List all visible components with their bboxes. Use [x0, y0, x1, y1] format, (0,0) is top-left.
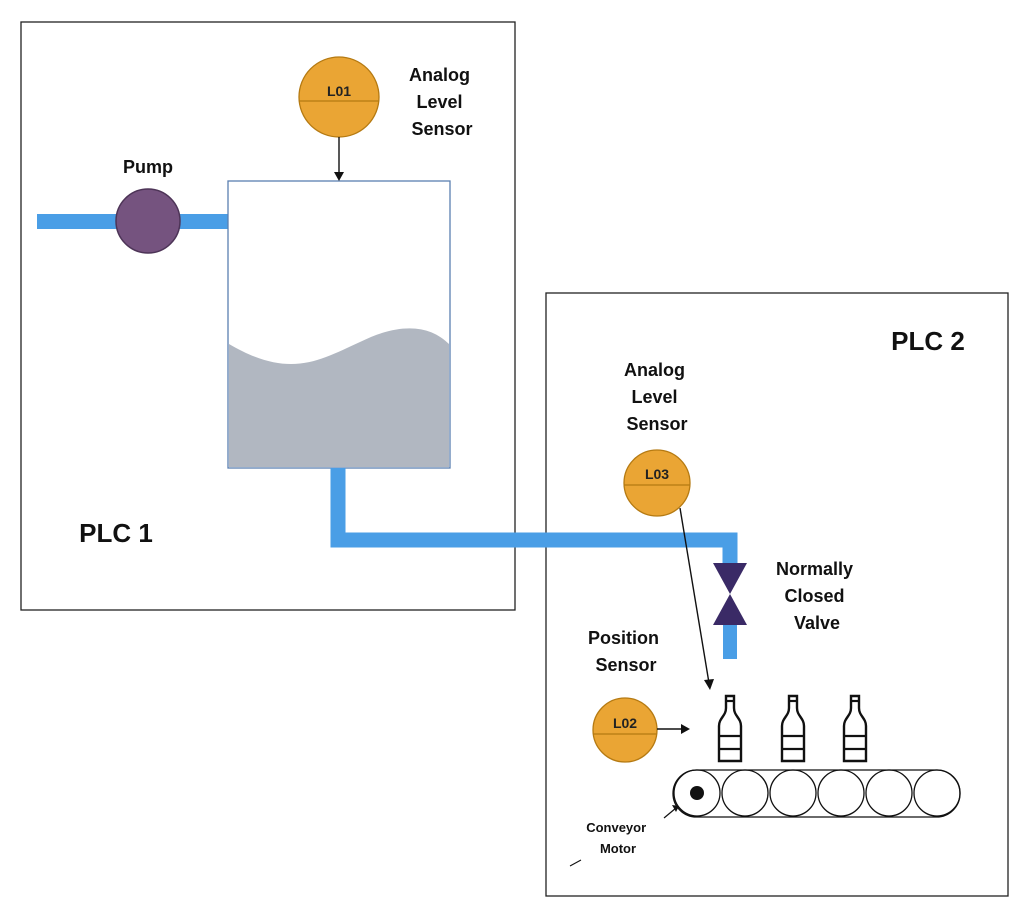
conveyor-roller	[769, 769, 817, 817]
conveyor-motor-icon	[690, 786, 704, 800]
stray-dash	[569, 859, 582, 867]
l01-label-line: Sensor	[411, 119, 472, 139]
bottle-icon	[842, 694, 868, 763]
valve-label-line: Valve	[794, 613, 840, 633]
bottles	[717, 694, 868, 763]
bottle-icon	[780, 694, 806, 763]
conveyor-label-line: Motor	[600, 841, 636, 856]
l01-label: Analog Level Sensor	[409, 65, 475, 139]
l02-label-line: Position	[588, 628, 659, 648]
l03-arrow	[679, 507, 710, 684]
sensor-l02-tag: L02	[613, 715, 637, 731]
conveyor-roller	[673, 769, 721, 817]
bottle-body	[780, 694, 806, 763]
conveyor-roller	[817, 769, 865, 817]
normally-closed-valve-icon	[713, 563, 747, 625]
sensor-l01-tag: L01	[327, 83, 351, 99]
plc1-label: PLC 1	[79, 518, 153, 548]
valve-label-line: Normally	[776, 559, 853, 579]
plc1-enclosure	[20, 21, 516, 611]
l02-label-line: Sensor	[595, 655, 656, 675]
conveyor-roller	[865, 769, 913, 817]
pump-icon	[115, 188, 181, 254]
valve-label: Normally Closed Valve	[776, 559, 858, 633]
valve-label-line: Closed	[784, 586, 844, 606]
valve-outlet-pipe	[723, 624, 737, 659]
conveyor-roller	[913, 769, 961, 817]
conveyor-rollers	[673, 769, 961, 817]
conveyor	[672, 769, 961, 818]
outlet-pipe	[330, 468, 738, 566]
l03-label-line: Sensor	[626, 414, 687, 434]
sensor-l02: L02	[592, 697, 658, 763]
l03-label: Analog Level Sensor	[624, 360, 690, 434]
bottle-icon	[717, 694, 743, 763]
conveyor-motor-arrow	[663, 807, 677, 819]
bottle-body	[842, 694, 868, 763]
l03-label-line: Analog	[624, 360, 685, 380]
plc2-label: PLC 2	[891, 326, 965, 356]
l01-label-line: Level	[416, 92, 462, 112]
conveyor-label-line: Conveyor	[586, 820, 646, 835]
tank	[227, 180, 451, 469]
l02-label: Position Sensor	[588, 628, 664, 675]
conveyor-motor-label: Conveyor Motor	[586, 820, 650, 856]
l01-label-line: Analog	[409, 65, 470, 85]
tank-liquid	[229, 328, 449, 467]
l03-label-line: Level	[631, 387, 677, 407]
sensor-l01: L01	[298, 56, 380, 138]
bottle-body	[717, 694, 743, 763]
pump-label: Pump	[123, 157, 173, 177]
sensor-l03-tag: L03	[645, 466, 669, 482]
conveyor-roller	[721, 769, 769, 817]
sensor-l03: L03	[623, 449, 691, 517]
